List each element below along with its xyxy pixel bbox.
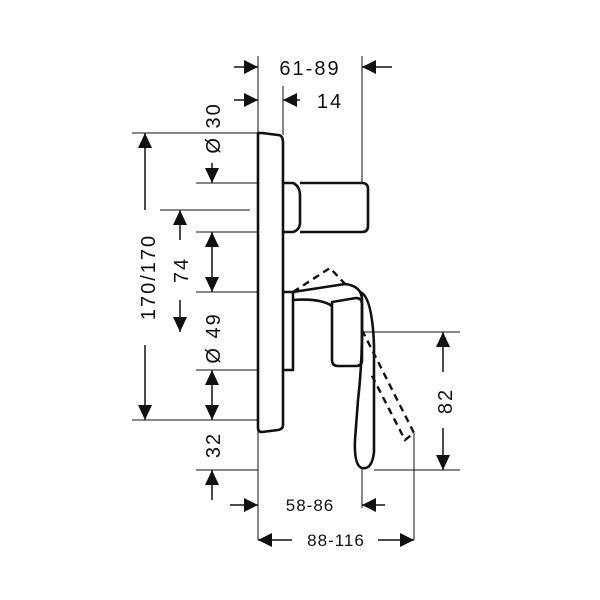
dim-total-depth: 88-116 xyxy=(258,531,414,550)
extension-lines xyxy=(132,56,460,540)
dim-knob-diameter: Ø 30 xyxy=(203,102,225,183)
label-lever-diameter: Ø 49 xyxy=(203,312,225,363)
dim-bottom-offset: 32 xyxy=(203,432,225,500)
label-lever-height: 82 xyxy=(435,388,457,414)
label-knob-diameter: Ø 30 xyxy=(203,102,225,153)
dim-spout-depth: 58-86 xyxy=(230,496,385,515)
dim-plate-thickness: 14 xyxy=(234,91,343,113)
label-top-depth: 61-89 xyxy=(279,58,340,80)
dim-lever-diameter: Ø 49 xyxy=(203,232,225,420)
dim-total-height: 170/170 xyxy=(138,133,160,420)
dim-top-depth: 61-89 xyxy=(234,58,392,80)
mixer-lever xyxy=(283,282,376,470)
label-knob-spacing: 74 xyxy=(171,257,193,283)
label-total-depth: 88-116 xyxy=(307,531,365,550)
diverter-knob xyxy=(283,181,370,234)
wall-plate xyxy=(256,131,285,434)
label-plate-thickness: 14 xyxy=(317,91,343,113)
label-bottom-offset: 32 xyxy=(203,432,225,458)
dim-lever-height: 82 xyxy=(435,332,457,470)
dim-knob-spacing: 74 xyxy=(171,210,193,332)
label-spout-depth: 58-86 xyxy=(286,496,334,515)
lever-dashed-positions xyxy=(292,266,416,442)
label-total-height: 170/170 xyxy=(138,234,160,320)
